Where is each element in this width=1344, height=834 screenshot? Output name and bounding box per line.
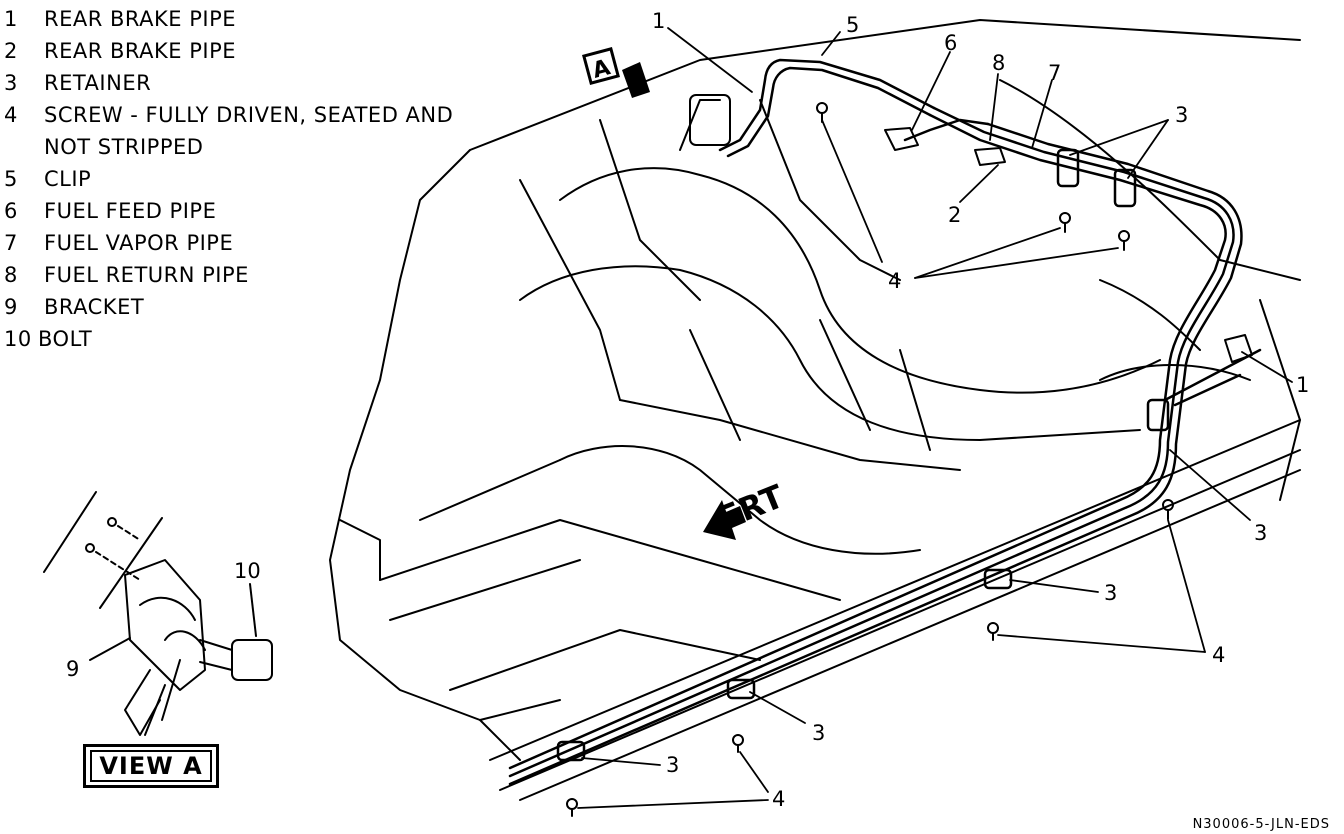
callout-5: 5 (846, 13, 859, 37)
rocker-rail (489, 419, 1301, 801)
view-a-label: VIEW A (90, 750, 212, 782)
callout-9: 9 (66, 657, 79, 681)
callout-3-right-1: 3 (1254, 521, 1267, 545)
callout-1-top: 1 (652, 9, 665, 33)
callout-2: 2 (948, 203, 961, 227)
callout-4-top: 4 (888, 269, 901, 293)
callout-4-mid: 4 (1212, 643, 1225, 667)
view-a-marker-letter: A (590, 55, 613, 84)
frt-arrow (703, 500, 746, 540)
leader-lines (577, 27, 1293, 809)
callout-3-right-2: 3 (1104, 581, 1117, 605)
callout-3-top: 3 (1175, 103, 1188, 127)
front-fittings (679, 94, 1253, 363)
view-a-inset (43, 491, 273, 736)
retainer-clips (556, 148, 1170, 762)
callout-7: 7 (1048, 61, 1061, 85)
underbody-outline (329, 19, 1301, 761)
legend-item-4-continued: NOT STRIPPED (44, 135, 204, 159)
frt-label: FRT (713, 477, 789, 537)
view-a-label-box: VIEW A (83, 744, 219, 788)
view-a-marker (582, 47, 650, 98)
callout-4-bottom: 4 (772, 787, 785, 811)
screws (566, 102, 1174, 817)
callout-10: 10 (234, 559, 261, 583)
callout-3-right-4: 3 (666, 753, 679, 777)
drawing-code: N30006-5-JLN-EDS (1192, 817, 1330, 832)
callout-6: 6 (944, 31, 957, 55)
callout-1-right: 1 (1296, 373, 1309, 397)
callout-8: 8 (992, 51, 1005, 75)
pipe-bundle (508, 58, 1262, 786)
callout-3-right-3: 3 (812, 721, 825, 745)
